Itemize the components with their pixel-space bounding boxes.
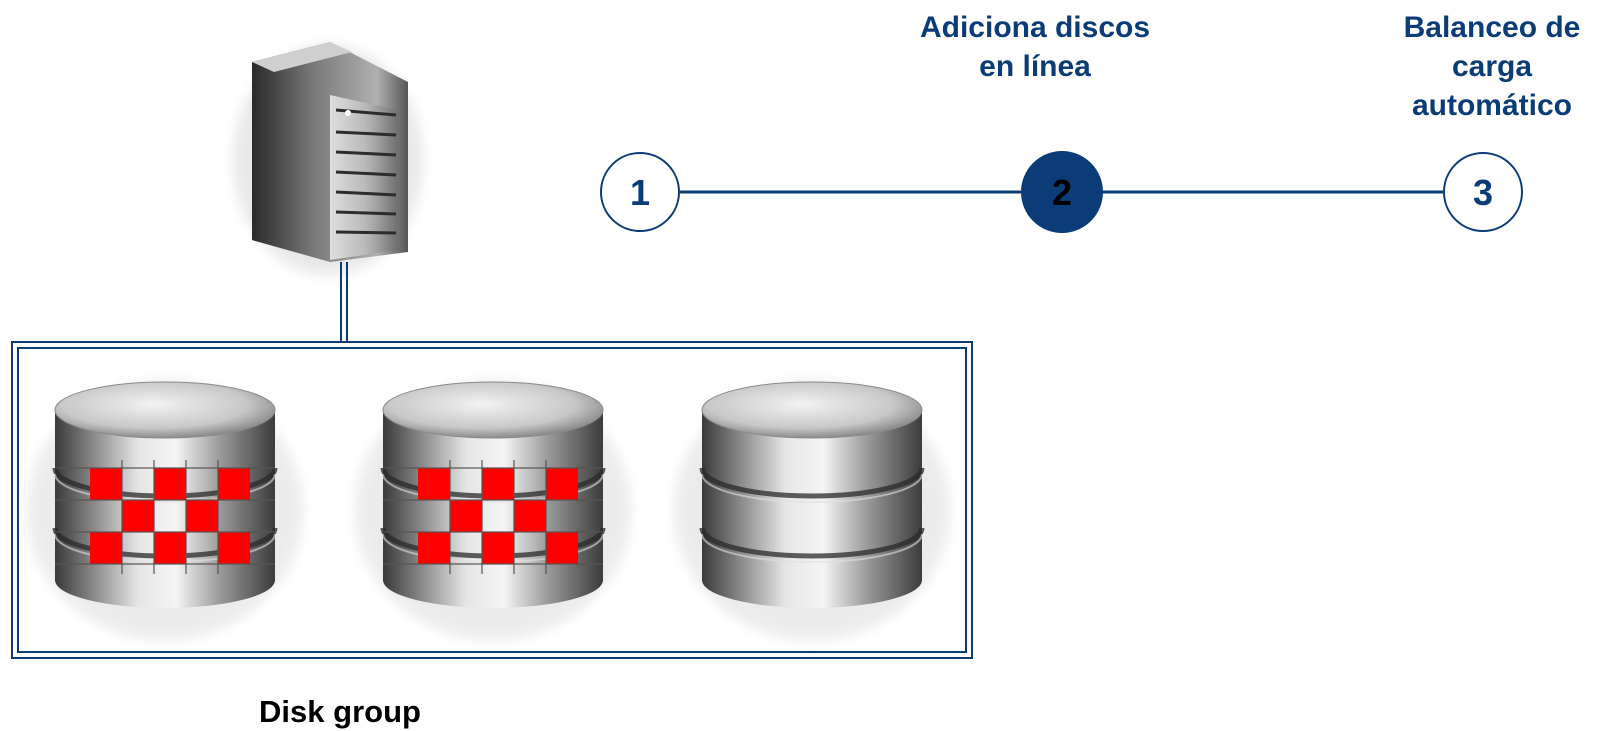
step-2-number: 2 bbox=[1052, 172, 1072, 213]
step-3-label-line-1: Balanceo de bbox=[1403, 11, 1581, 44]
step-2-marker: 2 bbox=[1021, 151, 1103, 233]
step-1-marker: 1 bbox=[600, 152, 680, 232]
disk-group-label: Disk group bbox=[259, 694, 421, 729]
step-3-number: 3 bbox=[1473, 172, 1493, 213]
data-stripes bbox=[55, 460, 275, 574]
stripe-block bbox=[546, 532, 578, 564]
step-3-label-line-3: automático bbox=[1411, 89, 1573, 122]
step-3-marker: 3 bbox=[1443, 152, 1523, 232]
stripe-block bbox=[186, 500, 218, 532]
disk-icon bbox=[674, 380, 950, 640]
stripe-block bbox=[514, 500, 546, 532]
stripe-block bbox=[218, 532, 250, 564]
stripe-block bbox=[418, 532, 450, 564]
stripe-block bbox=[546, 468, 578, 500]
data-stripes bbox=[383, 460, 603, 574]
stripe-block bbox=[122, 500, 154, 532]
stripe-block bbox=[90, 532, 122, 564]
disk-icon bbox=[27, 380, 303, 640]
stripe-block bbox=[154, 532, 186, 564]
stripe-block bbox=[482, 468, 514, 500]
step-3-label: Balanceo de carga automático bbox=[1380, 8, 1604, 125]
stripe-block bbox=[450, 500, 482, 532]
stripe-block bbox=[482, 532, 514, 564]
step-1-number: 1 bbox=[630, 172, 650, 213]
stripe-block bbox=[418, 468, 450, 500]
disk-icon bbox=[355, 380, 631, 640]
stripe-block bbox=[218, 468, 250, 500]
server-icon bbox=[233, 42, 423, 275]
disks bbox=[27, 380, 950, 640]
disk-group-box bbox=[11, 341, 973, 659]
step-2-label-line-2: en línea bbox=[979, 50, 1091, 83]
timeline: 1 2 3 bbox=[600, 151, 1523, 233]
step-3-label-line-2: carga bbox=[1451, 50, 1533, 83]
stripe-block bbox=[154, 468, 186, 500]
step-2-label: Adiciona discos en línea bbox=[880, 8, 1190, 86]
stripe-block bbox=[90, 468, 122, 500]
step-2-label-line-1: Adiciona discos bbox=[919, 11, 1151, 44]
server-connector bbox=[340, 262, 348, 342]
